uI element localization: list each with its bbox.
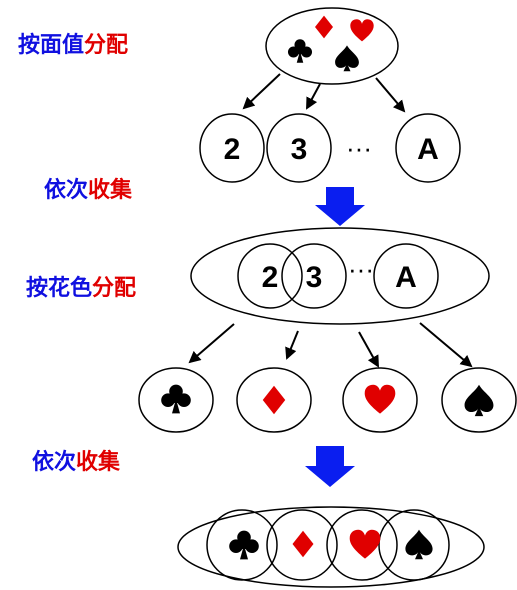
arrow-to-rank-a (375, 77, 406, 113)
collected-label-a: A (395, 261, 417, 294)
collected-label-3: 3 (306, 261, 323, 294)
label-collect-2-part2: 收集 (76, 450, 121, 475)
label-collect-in-order-2: 依次收集 (32, 452, 120, 474)
deck-ellipse (265, 7, 399, 85)
rank-circle-2 (199, 113, 265, 183)
label-collect-in-order-1: 依次收集 (44, 180, 132, 202)
label-distribute-by-suit-part1: 按花色 (26, 276, 93, 301)
label-distribute-by-rank-part2: 分配 (84, 33, 129, 58)
label-collect-2-part1: 依次 (32, 450, 77, 475)
rank-label-3: 3 (291, 133, 308, 166)
arrow-to-diamond (285, 330, 299, 360)
label-collect-1-part2: 收集 (88, 178, 133, 203)
collected-circle-a (373, 243, 439, 309)
collected-suits-ellipse (177, 506, 485, 588)
label-distribute-by-suit: 按花色分配 (26, 278, 136, 300)
arrow-to-heart (358, 331, 379, 368)
final-circle-spade (378, 509, 450, 581)
label-collect-1-part1: 依次 (44, 178, 89, 203)
collected-circle-2 (237, 243, 303, 309)
collected-label-2: 2 (262, 261, 279, 294)
arrow-to-rank-2 (242, 73, 281, 110)
rank-label-a: A (417, 133, 439, 166)
collected-ellipsis: ··· (348, 254, 374, 284)
rank-circle-3 (266, 113, 332, 183)
collected-circle-3 (281, 243, 347, 309)
rank-circle-a (395, 113, 461, 183)
final-circle-diamond (266, 509, 338, 581)
arrow-to-spade (419, 322, 473, 368)
final-circle-club (206, 509, 278, 581)
ellipsis-text: ··· (346, 133, 372, 163)
blue-down-arrow-1 (315, 187, 365, 226)
label-distribute-by-rank: 按面值分配 (18, 35, 128, 57)
final-circle-heart (326, 509, 398, 581)
rank-label-2: 2 (224, 133, 241, 166)
label-distribute-by-rank-part1: 按面值 (18, 33, 85, 58)
label-distribute-by-suit-part2: 分配 (92, 276, 137, 301)
arrow-to-club (188, 323, 235, 364)
collected-ranks-ellipse (190, 227, 490, 325)
arrow-to-rank-3 (306, 83, 321, 110)
blue-down-arrow-2 (305, 446, 355, 487)
